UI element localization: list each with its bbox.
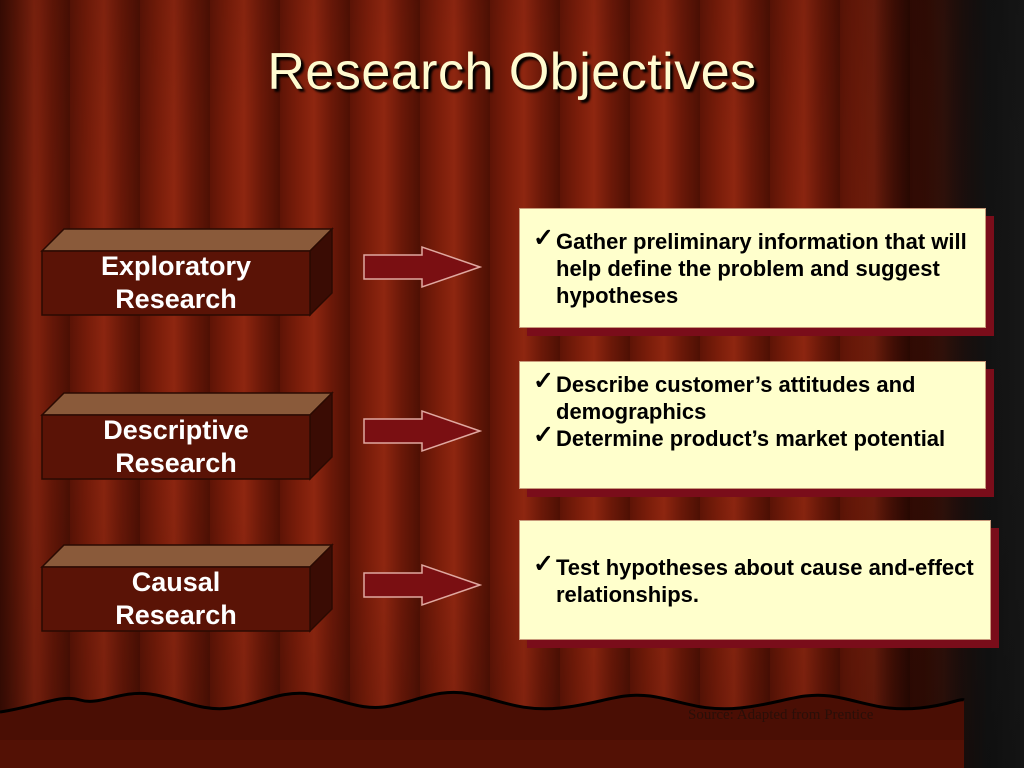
box-3d-shape bbox=[40, 391, 334, 481]
descriptive-objectives-panel: ✓ Describe customer’s attitudes and demo… bbox=[519, 361, 986, 489]
checkmark-icon: ✓ bbox=[533, 550, 554, 578]
curtain-left-shade bbox=[0, 0, 40, 768]
objective-item: ✓ Determine product’s market potential bbox=[533, 421, 946, 452]
objective-item: ✓ Describe customer’s attitudes and demo… bbox=[533, 367, 916, 425]
box-3d-shape bbox=[40, 227, 334, 317]
objective-item: ✓ Test hypotheses about cause and-effect… bbox=[533, 550, 974, 608]
source-note: Source: Adapted from Prentice bbox=[688, 707, 874, 723]
objective-item: ✓ Gather preliminary information that wi… bbox=[533, 224, 967, 309]
exploratory-objectives-panel: ✓ Gather preliminary information that wi… bbox=[519, 208, 986, 328]
arrow-right-icon bbox=[363, 409, 482, 453]
causal-objectives-panel: ✓ Test hypotheses about cause and-effect… bbox=[519, 520, 991, 640]
checkmark-icon: ✓ bbox=[533, 421, 554, 449]
arrow-right-icon bbox=[363, 563, 482, 607]
slide-title: Research Objectives bbox=[267, 43, 757, 101]
arrow-right-icon bbox=[363, 245, 482, 289]
checkmark-icon: ✓ bbox=[533, 367, 554, 395]
box-3d-shape bbox=[40, 543, 334, 633]
checkmark-icon: ✓ bbox=[533, 224, 554, 252]
